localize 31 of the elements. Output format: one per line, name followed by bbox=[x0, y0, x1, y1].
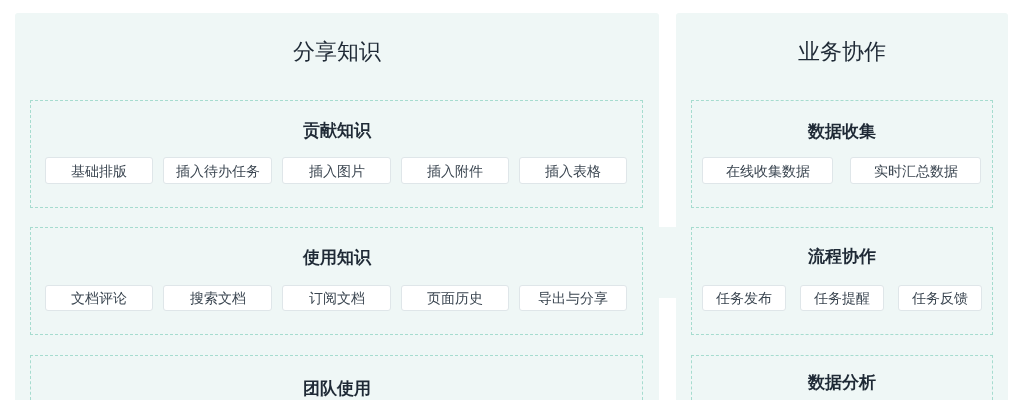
feature-tag: 基础排版 bbox=[45, 157, 153, 184]
group-title: 流程协作 bbox=[808, 246, 876, 266]
feature-tag: 文档评论 bbox=[45, 285, 153, 311]
dashed-group-box bbox=[691, 355, 993, 400]
group-title: 数据收集 bbox=[808, 121, 876, 141]
feature-tag: 实时汇总数据 bbox=[850, 157, 981, 184]
group-title: 贡献知识 bbox=[302, 120, 371, 140]
feature-tag: 页面历史 bbox=[401, 285, 509, 311]
group-title: 使用知识 bbox=[302, 247, 371, 267]
feature-tag: 搜索文档 bbox=[163, 285, 272, 311]
dashed-group-box bbox=[30, 355, 643, 400]
feature-tag: 插入表格 bbox=[519, 157, 627, 184]
panel-title: 业务协作 bbox=[798, 40, 886, 64]
feature-tag: 插入待办任务 bbox=[163, 157, 272, 184]
feature-tag: 导出与分享 bbox=[519, 285, 627, 311]
feature-tag: 任务发布 bbox=[702, 285, 786, 311]
dashed-group-box bbox=[30, 227, 643, 335]
feature-tag: 订阅文档 bbox=[282, 285, 391, 311]
group-title: 数据分析 bbox=[808, 372, 876, 392]
group-title: 团队使用 bbox=[302, 378, 371, 398]
panel bbox=[676, 13, 1008, 400]
dashed-group-box bbox=[691, 227, 993, 335]
dashed-group-box bbox=[691, 100, 993, 208]
feature-tag: 插入图片 bbox=[282, 157, 391, 184]
panel bbox=[15, 13, 659, 400]
feature-tag: 任务反馈 bbox=[898, 285, 982, 311]
feature-tag: 任务提醒 bbox=[800, 285, 884, 311]
feature-tag: 插入附件 bbox=[401, 157, 509, 184]
dashed-group-box bbox=[30, 100, 643, 208]
feature-tag: 在线收集数据 bbox=[702, 157, 833, 184]
panel-title: 分享知识 bbox=[293, 40, 381, 64]
